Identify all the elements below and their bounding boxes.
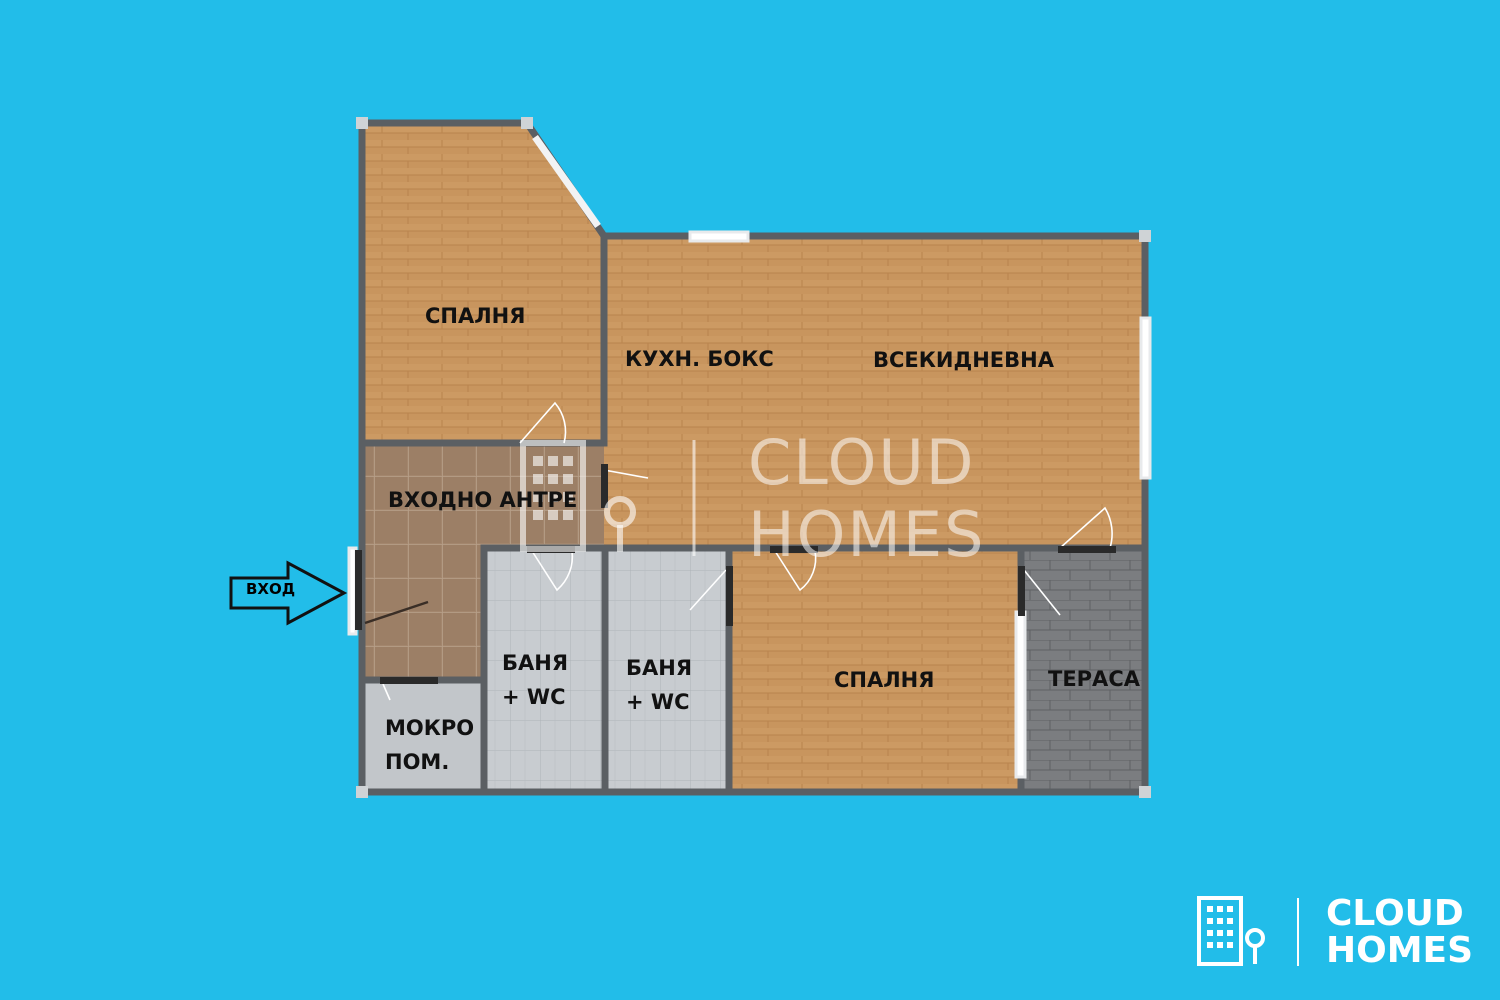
logo-line1: CLOUD: [1326, 893, 1464, 934]
floor-bedroom-top: [362, 123, 604, 443]
corner-markers: [356, 117, 1151, 798]
doors: [382, 401, 1113, 701]
room-label-bedroom-top: СПАЛНЯ: [425, 304, 526, 328]
windows: [347, 134, 1152, 779]
watermark-building-icon: [520, 440, 586, 552]
room-label-utility-line1: МОКРО: [385, 716, 475, 740]
entry-arrow: [229, 560, 348, 626]
room-label-bedroom-bottom: СПАЛНЯ: [834, 668, 935, 692]
room-label-bath-1-line1: БАНЯ: [502, 651, 569, 675]
room-label-bath-1: БАНЯ + WC: [502, 646, 568, 714]
room-label-hallway: ВХОДНО АНТРЕ: [388, 488, 578, 512]
room-label-bath-2-line2: + WC: [626, 690, 690, 714]
room-label-bath-2: БАНЯ + WC: [626, 651, 692, 719]
logo-pin-icon: [1245, 928, 1265, 964]
watermark-pin-icon: [604, 496, 636, 552]
watermark-line1: CLOUD: [748, 426, 976, 499]
room-label-terrace: ТЕРАСА: [1048, 667, 1140, 691]
floor-bedroom-bottom: [729, 548, 1021, 792]
floor-terrace: [1021, 548, 1145, 792]
room-label-bath-2-line1: БАНЯ: [626, 656, 693, 680]
floor-bath-1: [484, 548, 605, 792]
logo-line2: HOMES: [1326, 930, 1474, 971]
entry-door-swing: [364, 600, 429, 625]
room-label-kitchen: КУХН. БОКС: [625, 347, 774, 371]
entry-arrow-label: ВХОД: [246, 580, 296, 598]
room-label-utility: МОКРО ПОМ.: [385, 711, 474, 779]
room-label-bath-1-line2: + WC: [502, 685, 566, 709]
logo-building-icon: [1197, 896, 1243, 966]
room-label-utility-line2: ПОМ.: [385, 750, 450, 774]
room-label-living: ВСЕКИДНЕВНА: [873, 348, 1054, 372]
watermark-line2: HOMES: [748, 498, 986, 571]
floor-utility: [362, 680, 482, 792]
